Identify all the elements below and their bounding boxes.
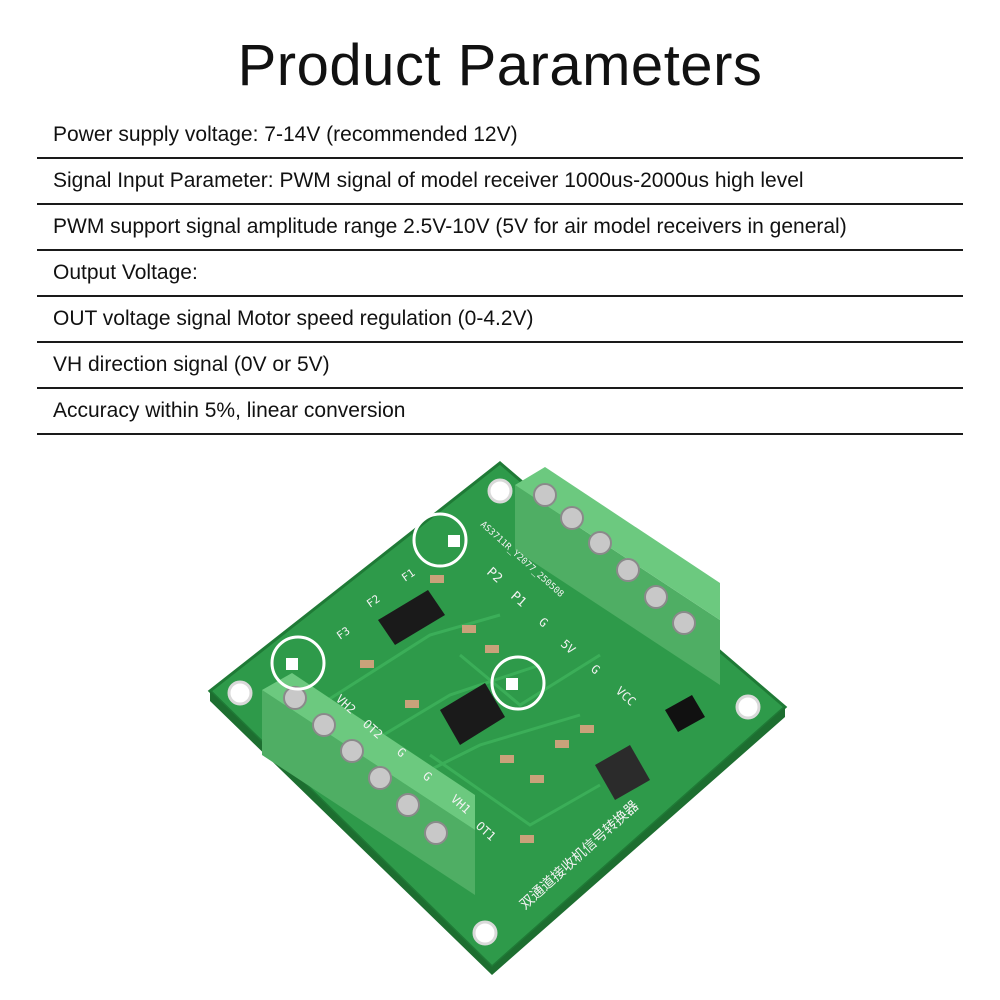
silk-f1: F1 (399, 566, 417, 584)
param-output-voltage: Output Voltage: (37, 251, 963, 297)
param-accuracy: Accuracy within 5%, linear conversion (37, 389, 963, 435)
diode (665, 695, 705, 732)
electrolytic-capacitors (270, 512, 546, 711)
terminal-screws-top (533, 483, 696, 635)
terminal-block-left (262, 673, 475, 895)
mounting-hole-top (487, 478, 513, 504)
ic-chip-soic (378, 590, 445, 645)
mounting-hole-left (227, 680, 253, 706)
param-vh-direction: VH direction signal (0V or 5V) (37, 343, 963, 389)
terminal-screws-left (283, 686, 448, 845)
param-pwm-amplitude: PWM support signal amplitude range 2.5V-… (37, 205, 963, 251)
param-out-voltage-signal: OUT voltage signal Motor speed regulatio… (37, 297, 963, 343)
mounting-hole-bottom (472, 920, 498, 946)
ic-chip-tssop (440, 683, 505, 745)
param-power-supply: Power supply voltage: 7-14V (recommended… (37, 113, 963, 159)
param-signal-input: Signal Input Parameter: PWM signal of mo… (37, 159, 963, 205)
pcb-board-illustration: P2 P1 G 5V G VCC AS3711R_Y2077_250508 F1… (207, 461, 788, 975)
page-title: Product Parameters (237, 33, 763, 98)
voltage-regulator (595, 745, 650, 800)
parameter-list: Power supply voltage: 7-14V (recommended… (37, 113, 963, 435)
silk-f3: F3 (334, 624, 352, 642)
mounting-hole-right (735, 694, 761, 720)
pcb-board-image: P2 P1 G 5V G VCC AS3711R_Y2077_250508 F1… (200, 455, 800, 975)
terminal-block-top (515, 467, 720, 685)
smd-components (360, 575, 594, 843)
silk-f2: F2 (364, 592, 382, 610)
